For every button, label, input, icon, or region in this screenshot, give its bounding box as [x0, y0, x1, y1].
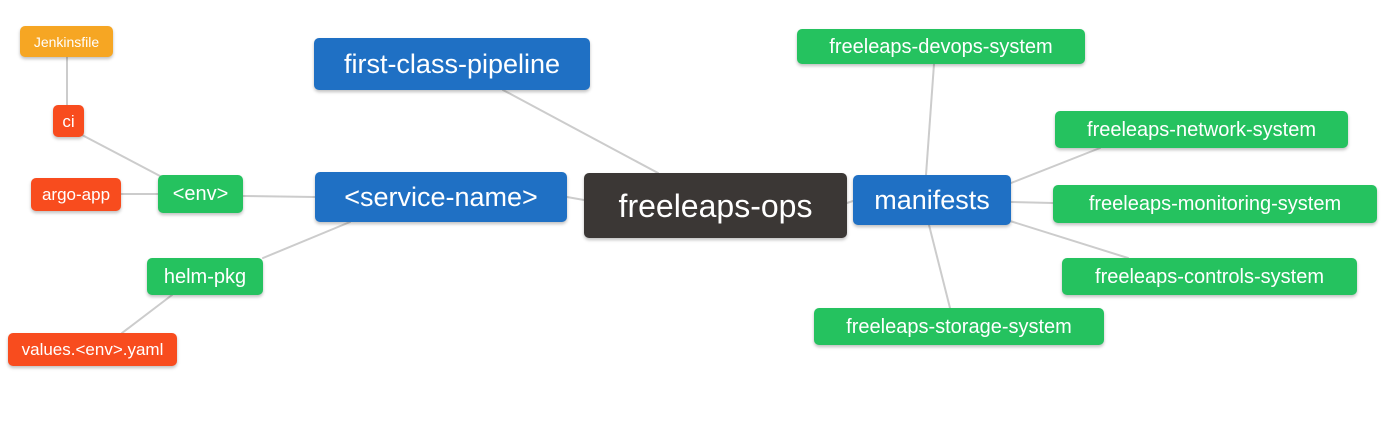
edge-manifests-to-monitoring-system — [1010, 201, 1054, 204]
edge-manifests-to-network-system — [1010, 147, 1101, 184]
edge-ci-to-env — [81, 134, 161, 177]
edge-service-name-to-helm-pkg — [262, 221, 351, 259]
node-storage-system[interactable]: freeleaps-storage-system — [814, 308, 1104, 345]
node-monitoring-system[interactable]: freeleaps-monitoring-system — [1053, 185, 1377, 223]
node-first-class-pipeline[interactable]: first-class-pipeline — [314, 38, 590, 90]
node-values-env-yaml[interactable]: values.<env>.yaml — [8, 333, 177, 366]
edge-manifests-to-controls-system — [1009, 220, 1129, 259]
node-freeleaps-ops[interactable]: freeleaps-ops — [584, 173, 847, 238]
node-devops-system[interactable]: freeleaps-devops-system — [797, 29, 1085, 64]
node-service-name[interactable]: <service-name> — [315, 172, 567, 222]
edge-env-to-service-name — [242, 195, 316, 198]
node-network-system[interactable]: freeleaps-network-system — [1055, 111, 1348, 148]
edge-helm-pkg-to-values-env-yaml — [121, 294, 173, 334]
edge-service-name-to-freeleaps-ops — [566, 196, 585, 201]
node-manifests[interactable]: manifests — [853, 175, 1011, 225]
node-env[interactable]: <env> — [158, 175, 243, 213]
node-helm-pkg[interactable]: helm-pkg — [147, 258, 263, 295]
node-jenkinsfile[interactable]: Jenkinsfile — [20, 26, 113, 57]
node-ci[interactable]: ci — [53, 105, 84, 137]
edge-manifests-to-storage-system — [928, 224, 951, 309]
node-controls-system[interactable]: freeleaps-controls-system — [1062, 258, 1357, 295]
edge-manifests-to-devops-system — [925, 63, 935, 176]
node-argo-app[interactable]: argo-app — [31, 178, 121, 211]
edge-first-class-pipeline-to-freeleaps-ops — [502, 89, 659, 174]
